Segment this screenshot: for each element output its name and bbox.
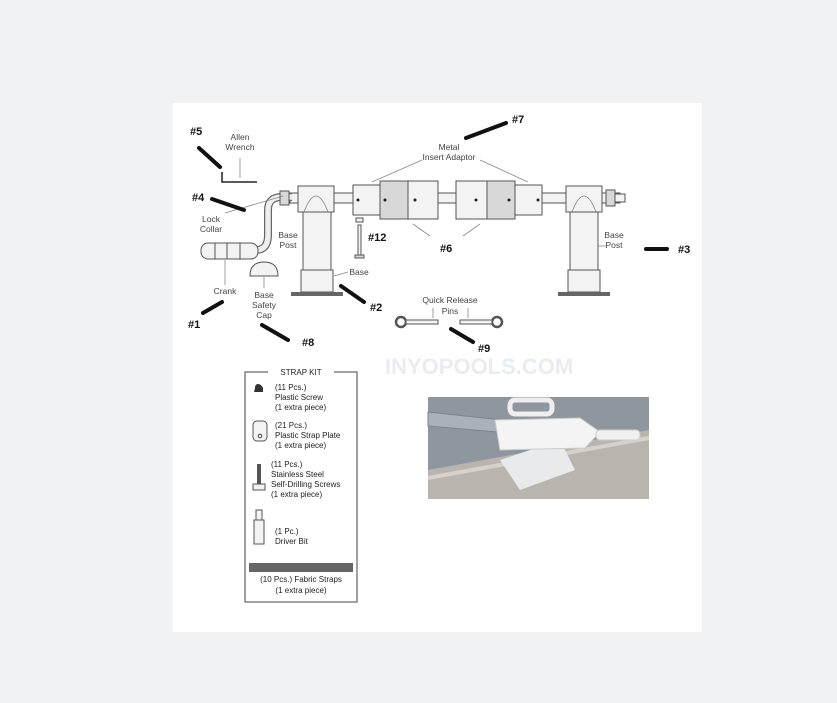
label-base-safety-cap: Cap [256, 310, 272, 320]
base-post-left [291, 185, 343, 296]
part-number-7: #7 [512, 114, 524, 126]
kit-item-text: Plastic Screw [275, 393, 323, 402]
label-metal-insert-adaptor: Metal [439, 142, 460, 152]
kit-item-text: (1 extra piece) [275, 441, 326, 450]
pin-part [354, 217, 365, 259]
kit-item-text: Driver Bit [275, 537, 309, 546]
part-number-4: #4 [192, 192, 205, 204]
label-metal-insert-adaptor: Insert Adaptor [423, 152, 476, 162]
allen-wrench-part [221, 158, 257, 183]
fabric-straps-icon [249, 563, 353, 572]
label-lock-collar: Lock [202, 214, 221, 224]
kit-item-text: (1 Pc.) [275, 527, 299, 536]
label-quick-release-pins: Pins [442, 306, 459, 316]
kit-item-text: Self-Drilling Screws [271, 480, 340, 489]
strap-kit-title: STRAP KIT [280, 368, 321, 377]
quick-release-pins-part [394, 308, 504, 329]
kit-item-text: (11 Pcs.) [275, 383, 307, 392]
label-allen-wrench: Wrench [225, 142, 254, 152]
kit-straps-text: (1 extra piece) [275, 586, 326, 595]
label-base-post-left: Base [278, 230, 298, 240]
plastic-screw-icon [254, 384, 263, 392]
part-number-8: #8 [302, 337, 314, 349]
part-number-12: #12 [368, 232, 386, 244]
label-allen-wrench: Allen [231, 132, 250, 142]
part-number-1: #1 [188, 319, 200, 331]
label-base-post-right: Base [604, 230, 624, 240]
label-base-safety-cap: Safety [252, 300, 277, 310]
label-base-post-right: Post [605, 240, 623, 250]
part-number-2: #2 [370, 302, 382, 314]
base-safety-cap-part [249, 261, 279, 277]
kit-item-text: Stainless Steel [271, 470, 324, 479]
strap-kit-box: STRAP KIT (11 Pcs.) Plastic Screw (1 ext… [244, 368, 358, 603]
driver-bit-icon [253, 509, 265, 545]
label-lock-collar: Collar [200, 224, 222, 234]
product-photo [427, 397, 650, 499]
part-number-9: #9 [478, 343, 490, 355]
part-number-6: #6 [440, 243, 452, 255]
metal-insert-adaptor-left [352, 180, 439, 220]
self-drilling-screw-icon [252, 464, 266, 491]
kit-item-text: Plastic Strap Plate [275, 431, 341, 440]
part-number-3: #3 [678, 244, 690, 256]
base-post-right [558, 185, 626, 296]
kit-straps-text: (10 Pcs.) Fabric Straps [260, 575, 342, 584]
kit-item-text: (21 Pcs.) [275, 421, 307, 430]
kit-item-text: (1 extra piece) [271, 490, 322, 499]
kit-item-text: (1 extra piece) [275, 403, 326, 412]
watermark: INYOPOOLS.COM [385, 354, 573, 379]
strap-plate-icon [252, 420, 268, 442]
label-crank: Crank [214, 286, 237, 296]
part-number-5: #5 [190, 126, 202, 138]
label-base-safety-cap: Base [254, 290, 274, 300]
metal-insert-adaptor-right [455, 180, 543, 220]
label-quick-release-pins: Quick Release [422, 295, 478, 305]
label-base-post-left: Post [279, 240, 297, 250]
label-base: Base [349, 267, 369, 277]
kit-item-text: (11 Pcs.) [271, 460, 303, 469]
